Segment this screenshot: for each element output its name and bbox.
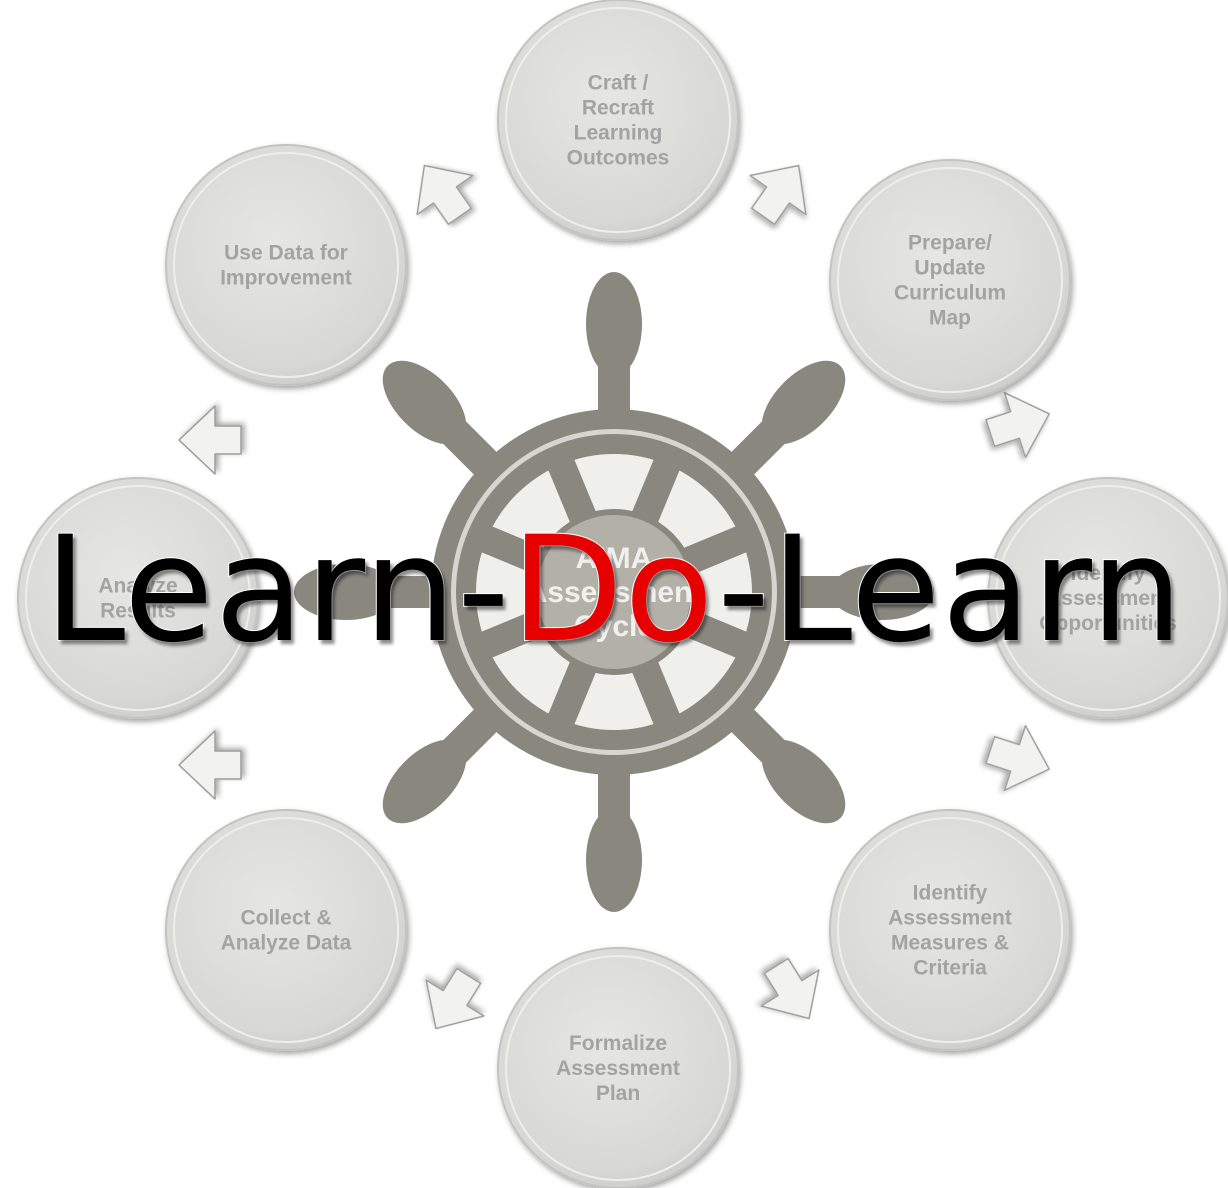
cycle-node-label: Plan: [596, 1082, 640, 1105]
cycle-node-label: Outcomes: [567, 147, 670, 170]
cycle-node-label: Curriculum: [894, 282, 1006, 305]
cycle-node-label: Update: [914, 257, 985, 280]
cycle-node-label: Prepare/: [908, 232, 992, 255]
headline-do: Do: [510, 504, 718, 676]
cycle-node-label: Map: [929, 307, 971, 330]
cycle-arrow-icon: [985, 391, 1050, 459]
cycle-arrows: [178, 164, 1050, 1030]
headline-learn-2: -Learn: [716, 504, 1184, 676]
wheel-center-label: Assessment: [526, 576, 703, 609]
cycle-arrow-icon: [178, 405, 242, 475]
cycle-node-label: Use Data for: [224, 242, 348, 265]
headline-learn-1: Learn-: [43, 504, 511, 676]
cycle-node-label: Measures &: [891, 932, 1009, 955]
cycle-node-collect-analyze: Collect &Analyze Data: [165, 809, 407, 1051]
cycle-node-label: Results: [100, 600, 176, 623]
cycle-arrow-icon: [178, 730, 242, 800]
cycle-node-label: Recraft: [582, 97, 654, 120]
cycle-node-label: Craft /: [588, 72, 649, 95]
cycle-node-label: Collect &: [240, 907, 331, 930]
cycle-node-label: Improvement: [220, 267, 352, 290]
cycle-node-label: Learning: [574, 122, 663, 145]
cycle-node-label: Assessment: [888, 907, 1012, 930]
cycle-node-label: Assessment: [1046, 587, 1170, 610]
cycle-arrow-icon: [749, 164, 807, 226]
cycle-arrow-icon: [416, 164, 474, 226]
cycle-node-label: Analyze: [98, 575, 177, 598]
wheel-hub: [534, 512, 694, 672]
cycle-node-label: Identify: [913, 882, 988, 905]
wheel-center-label: AIMA: [576, 542, 653, 575]
cycle-arrow-icon: [985, 724, 1050, 792]
cycle-nodes: Craft /RecraftLearningOutcomesPrepare/Up…: [17, 0, 1228, 1188]
cycle-node-label: Formalize: [569, 1032, 667, 1055]
cycle-node-label: Opportunities: [1039, 612, 1177, 635]
cycle-arrow-icon: [425, 967, 485, 1030]
cycle-node-label: Identify: [1071, 562, 1146, 585]
headline: Learn-Do-Learn: [0, 500, 1228, 680]
wheel-center-label: Cycle: [574, 610, 654, 643]
cycle-node-label: Analyze Data: [221, 932, 352, 955]
cycle-arrow-icon: [760, 957, 820, 1020]
cycle-node-label: Criteria: [913, 957, 987, 980]
cycle-node-label: Assessment: [556, 1057, 680, 1080]
